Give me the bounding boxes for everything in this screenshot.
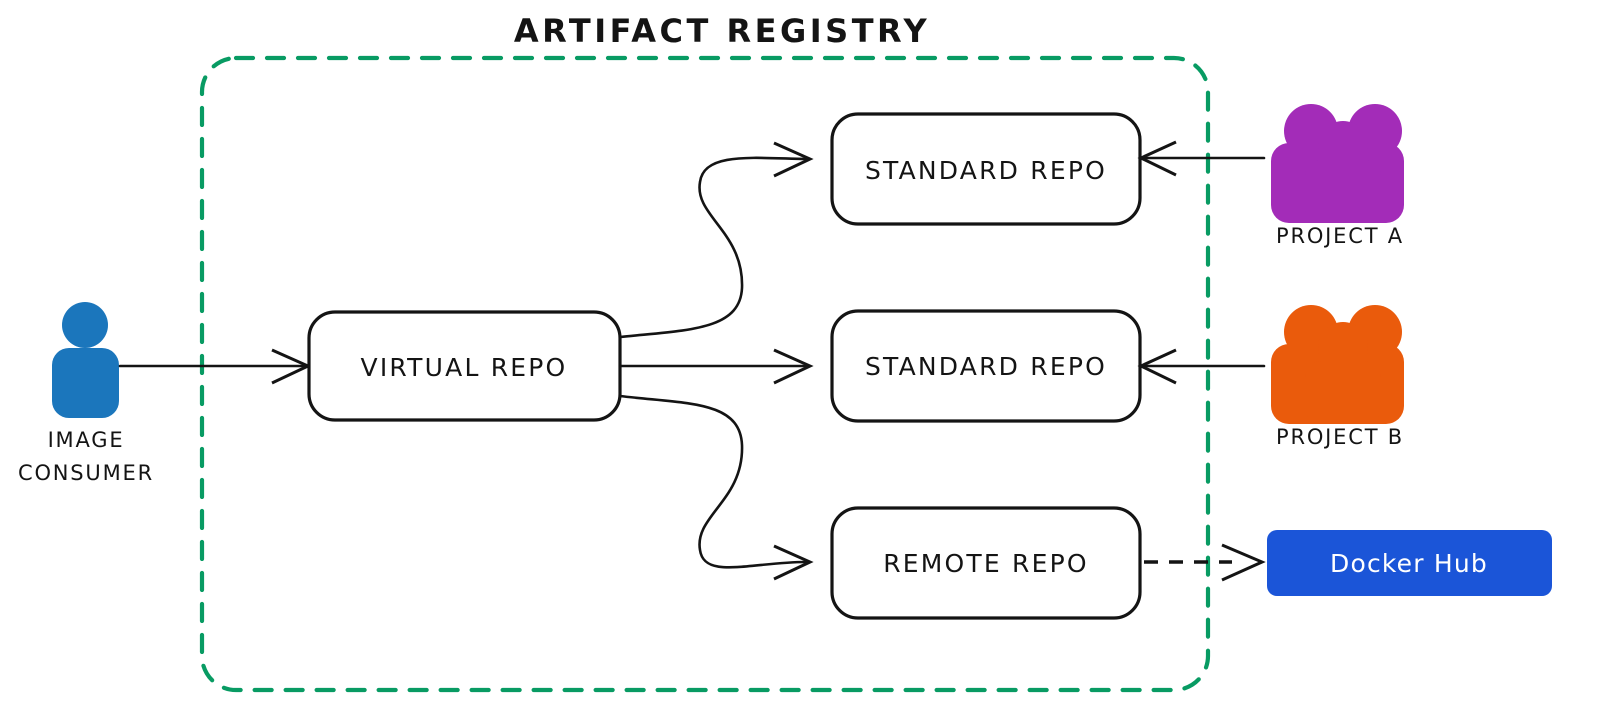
people-group-icon-front-body — [1305, 361, 1381, 424]
project-b-label: PROJECT B — [1276, 425, 1404, 449]
remote-repo-label: REMOTE REPO — [883, 549, 1089, 578]
standard-repo-top-label: STANDARD REPO — [865, 156, 1107, 185]
connector-remote-to-dockerhub — [1144, 543, 1266, 582]
people-group-icon-head-center — [1318, 121, 1368, 171]
person-icon-body — [52, 348, 119, 418]
connector-project-b-to-standard-mid — [1137, 348, 1266, 385]
image-consumer-label-line1: IMAGE — [48, 428, 125, 452]
docker-hub-node[interactable]: Docker Hub — [1267, 530, 1552, 596]
virtual-repo-label: VIRTUAL REPO — [361, 353, 568, 382]
person-icon-head — [62, 302, 108, 348]
virtual-repo-node[interactable]: VIRTUAL REPO — [307, 310, 622, 422]
connector-virtual-to-standard-top — [618, 141, 814, 339]
standard-repo-mid-label: STANDARD REPO — [865, 352, 1107, 381]
people-group-icon-front-body — [1305, 160, 1381, 223]
connector-virtual-to-standard-mid — [618, 348, 814, 385]
registry-title: ARTIFACT REGISTRY — [514, 12, 930, 50]
people-group-icon-head-center — [1318, 322, 1368, 372]
artifact-registry-boundary — [199, 55, 1211, 693]
remote-repo-node[interactable]: REMOTE REPO — [830, 506, 1142, 620]
remote-repo-box[interactable] — [830, 506, 1142, 620]
connector-project-a-to-standard-top — [1137, 140, 1266, 177]
docker-hub-box[interactable] — [1267, 530, 1552, 596]
project-a-label: PROJECT A — [1276, 224, 1404, 248]
docker-hub-label: Docker Hub — [1330, 549, 1488, 578]
image-consumer-actor: IMAGE CONSUMER — [18, 302, 154, 485]
connector-consumer-to-virtual — [118, 348, 312, 385]
standard-repo-top-box[interactable] — [830, 112, 1142, 226]
project-a-actor: PROJECT A — [1271, 104, 1404, 248]
project-b-actor: PROJECT B — [1271, 305, 1404, 449]
standard-repo-top-node[interactable]: STANDARD REPO — [830, 112, 1142, 226]
connector-virtual-to-remote — [618, 394, 814, 581]
standard-repo-mid-node[interactable]: STANDARD REPO — [830, 309, 1142, 423]
image-consumer-label-line2: CONSUMER — [18, 461, 154, 485]
